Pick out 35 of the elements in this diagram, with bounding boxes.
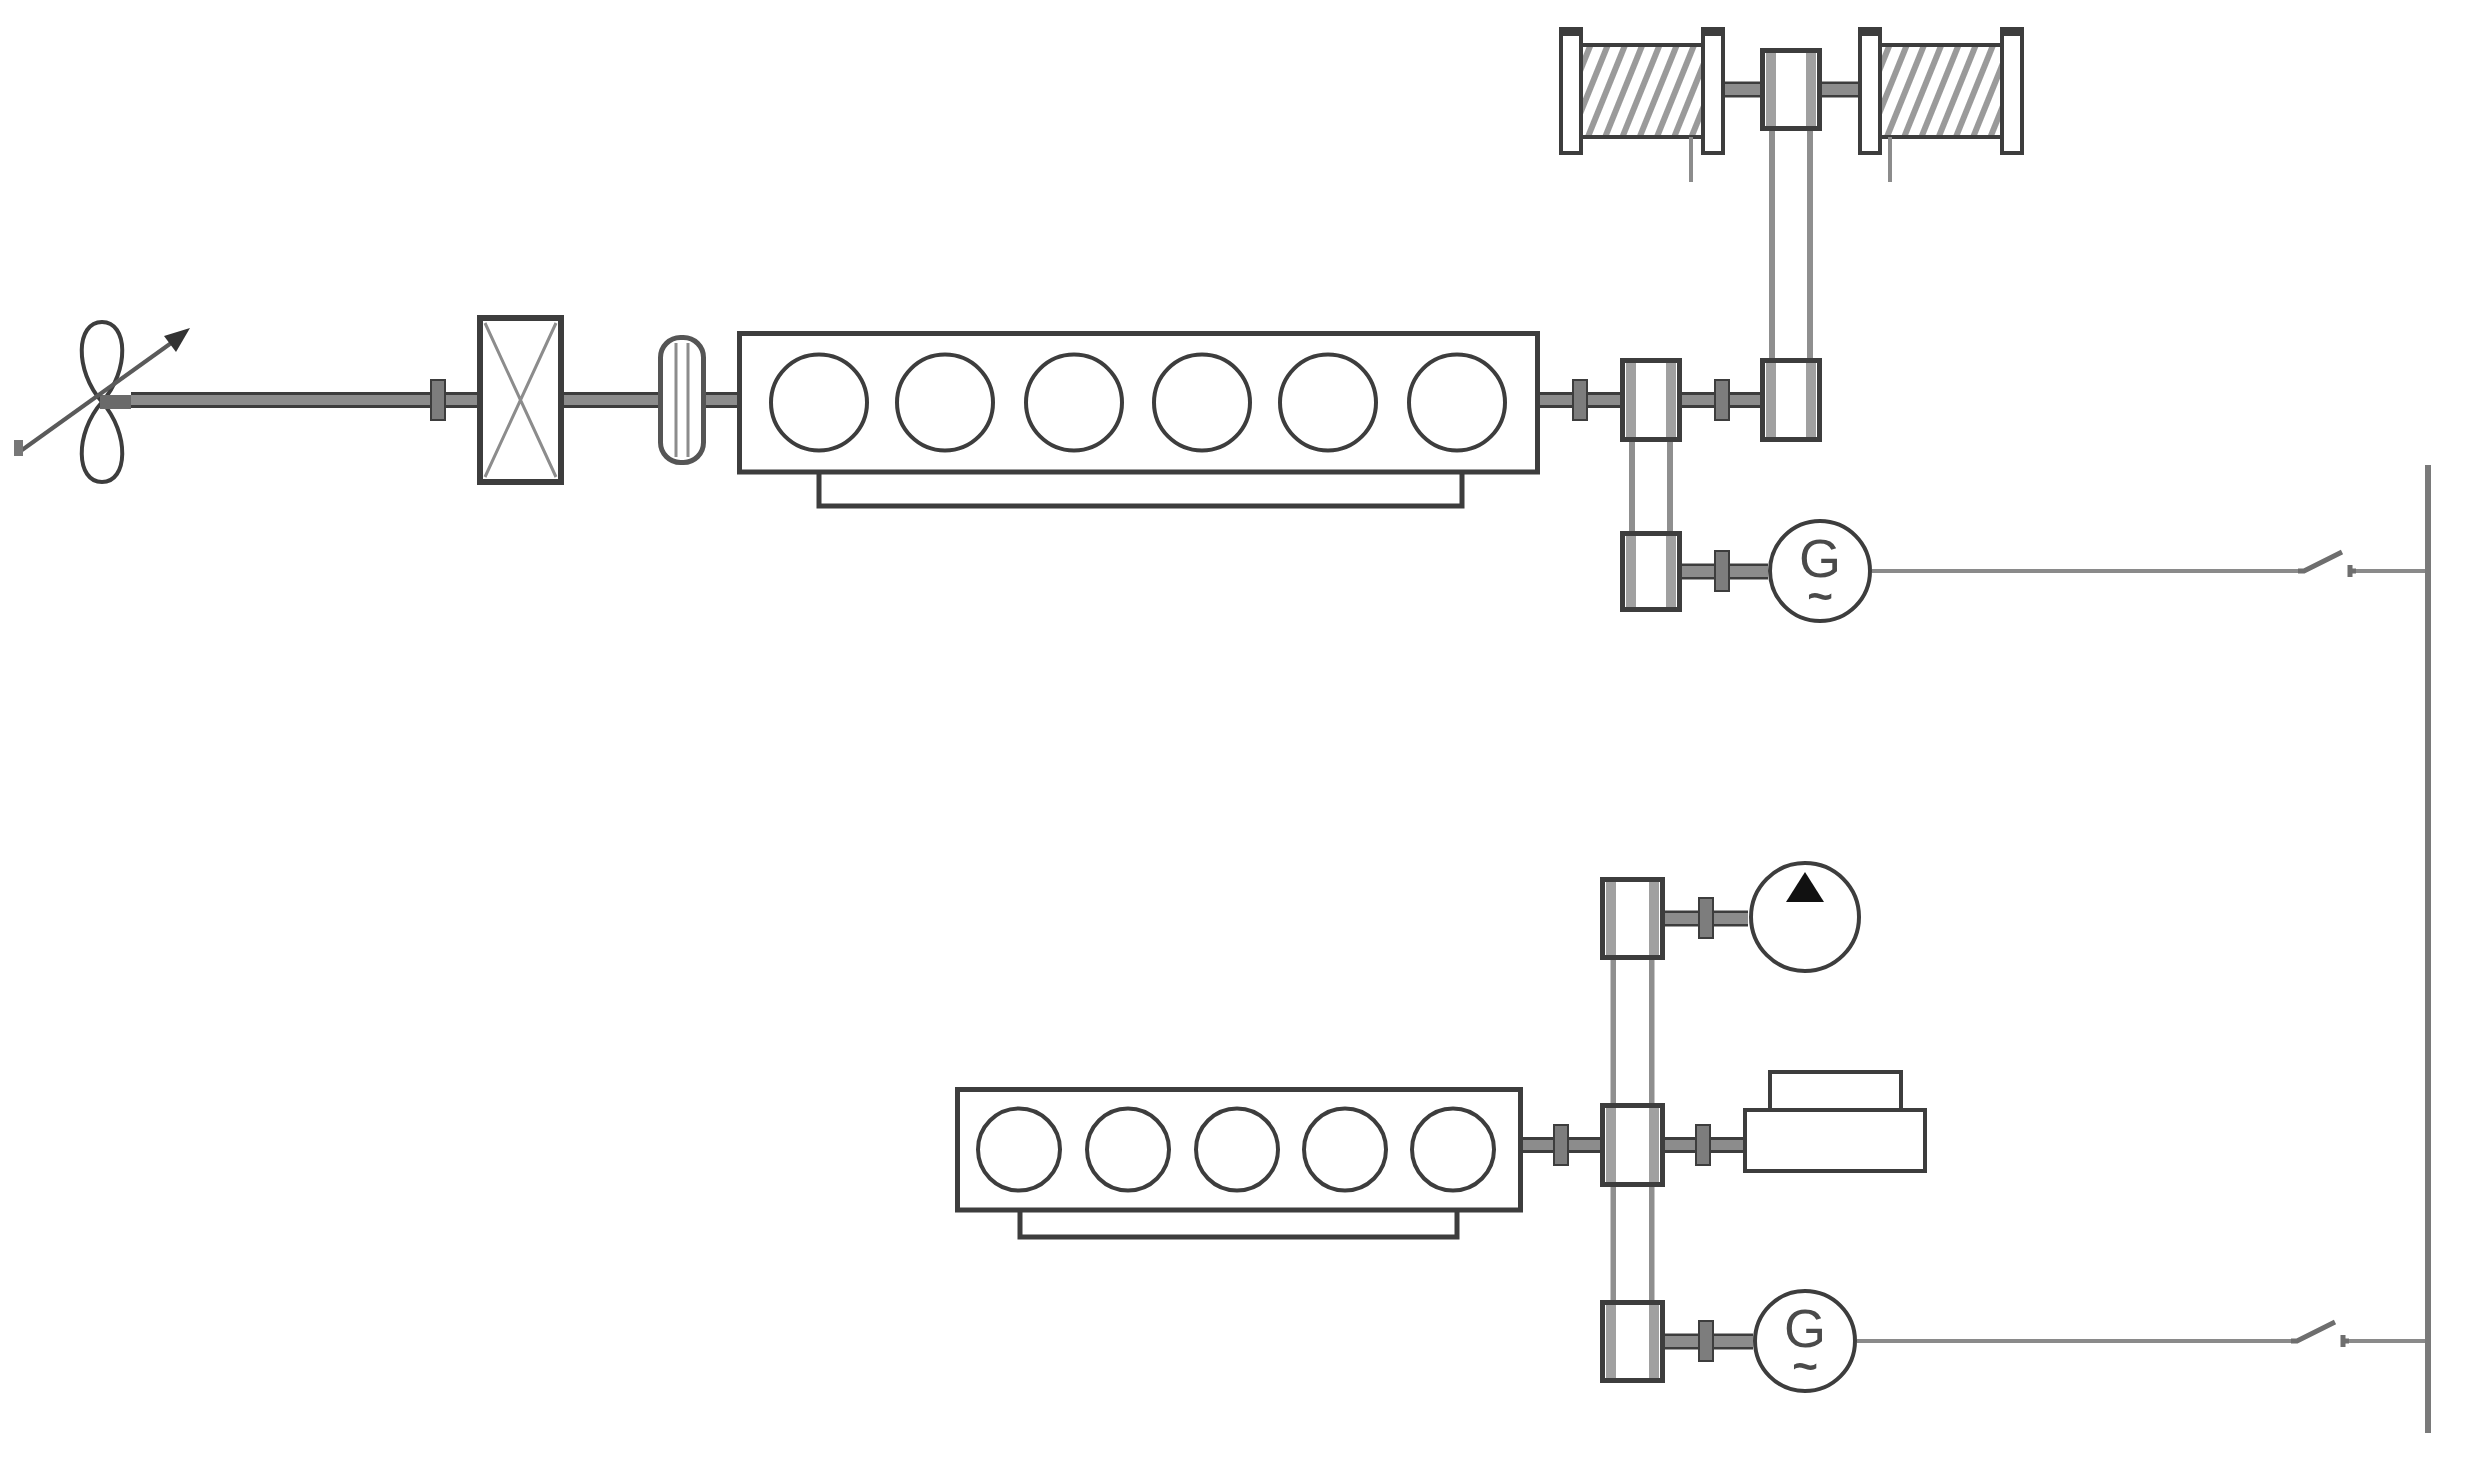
- shaft-line: [1540, 392, 1620, 408]
- shaft-line: [1610, 960, 1655, 1103]
- gearbox-block: [1620, 358, 1682, 442]
- cable-line: [1872, 569, 2298, 573]
- pump-symbol: [1748, 860, 1862, 974]
- shaft-line: [1665, 1137, 1743, 1153]
- tilde-sign: ~: [1807, 583, 1833, 609]
- shaft-line: [1665, 1333, 1753, 1350]
- gearbox-block: [1760, 358, 1822, 442]
- gearbox-block: [1600, 877, 1665, 960]
- cable-line: [2356, 569, 2425, 573]
- gearbox-block: [1760, 48, 1822, 131]
- gearbox-cross-box: [477, 315, 564, 485]
- shaft-line: [1769, 131, 1813, 358]
- shaft-line: [1629, 442, 1673, 531]
- gearbox-block: [1600, 1300, 1665, 1383]
- letter-label: G: [1784, 1303, 1826, 1353]
- shaft-line: [1682, 392, 1760, 408]
- stepped-box: [1743, 1070, 1927, 1173]
- shaft-line: [1682, 563, 1768, 580]
- shaft-line: [1822, 81, 1858, 98]
- shaft-line: [564, 392, 658, 408]
- shaft-line: [1610, 1187, 1655, 1300]
- letter-label: G: [1799, 533, 1841, 583]
- cable-line: [1857, 1339, 2291, 1343]
- shaft-line: [1665, 910, 1748, 927]
- gearbox-block: [1600, 1103, 1665, 1187]
- shaft-line: [131, 392, 477, 408]
- gearbox-block: [1620, 531, 1682, 612]
- shaft-line: [706, 392, 737, 408]
- shaft-line: [1523, 1137, 1600, 1153]
- shaft-line: [1725, 81, 1760, 98]
- coupling-symbol: [658, 335, 706, 465]
- tilde-sign: ~: [1792, 1353, 1818, 1379]
- cable-line: [2349, 1339, 2425, 1343]
